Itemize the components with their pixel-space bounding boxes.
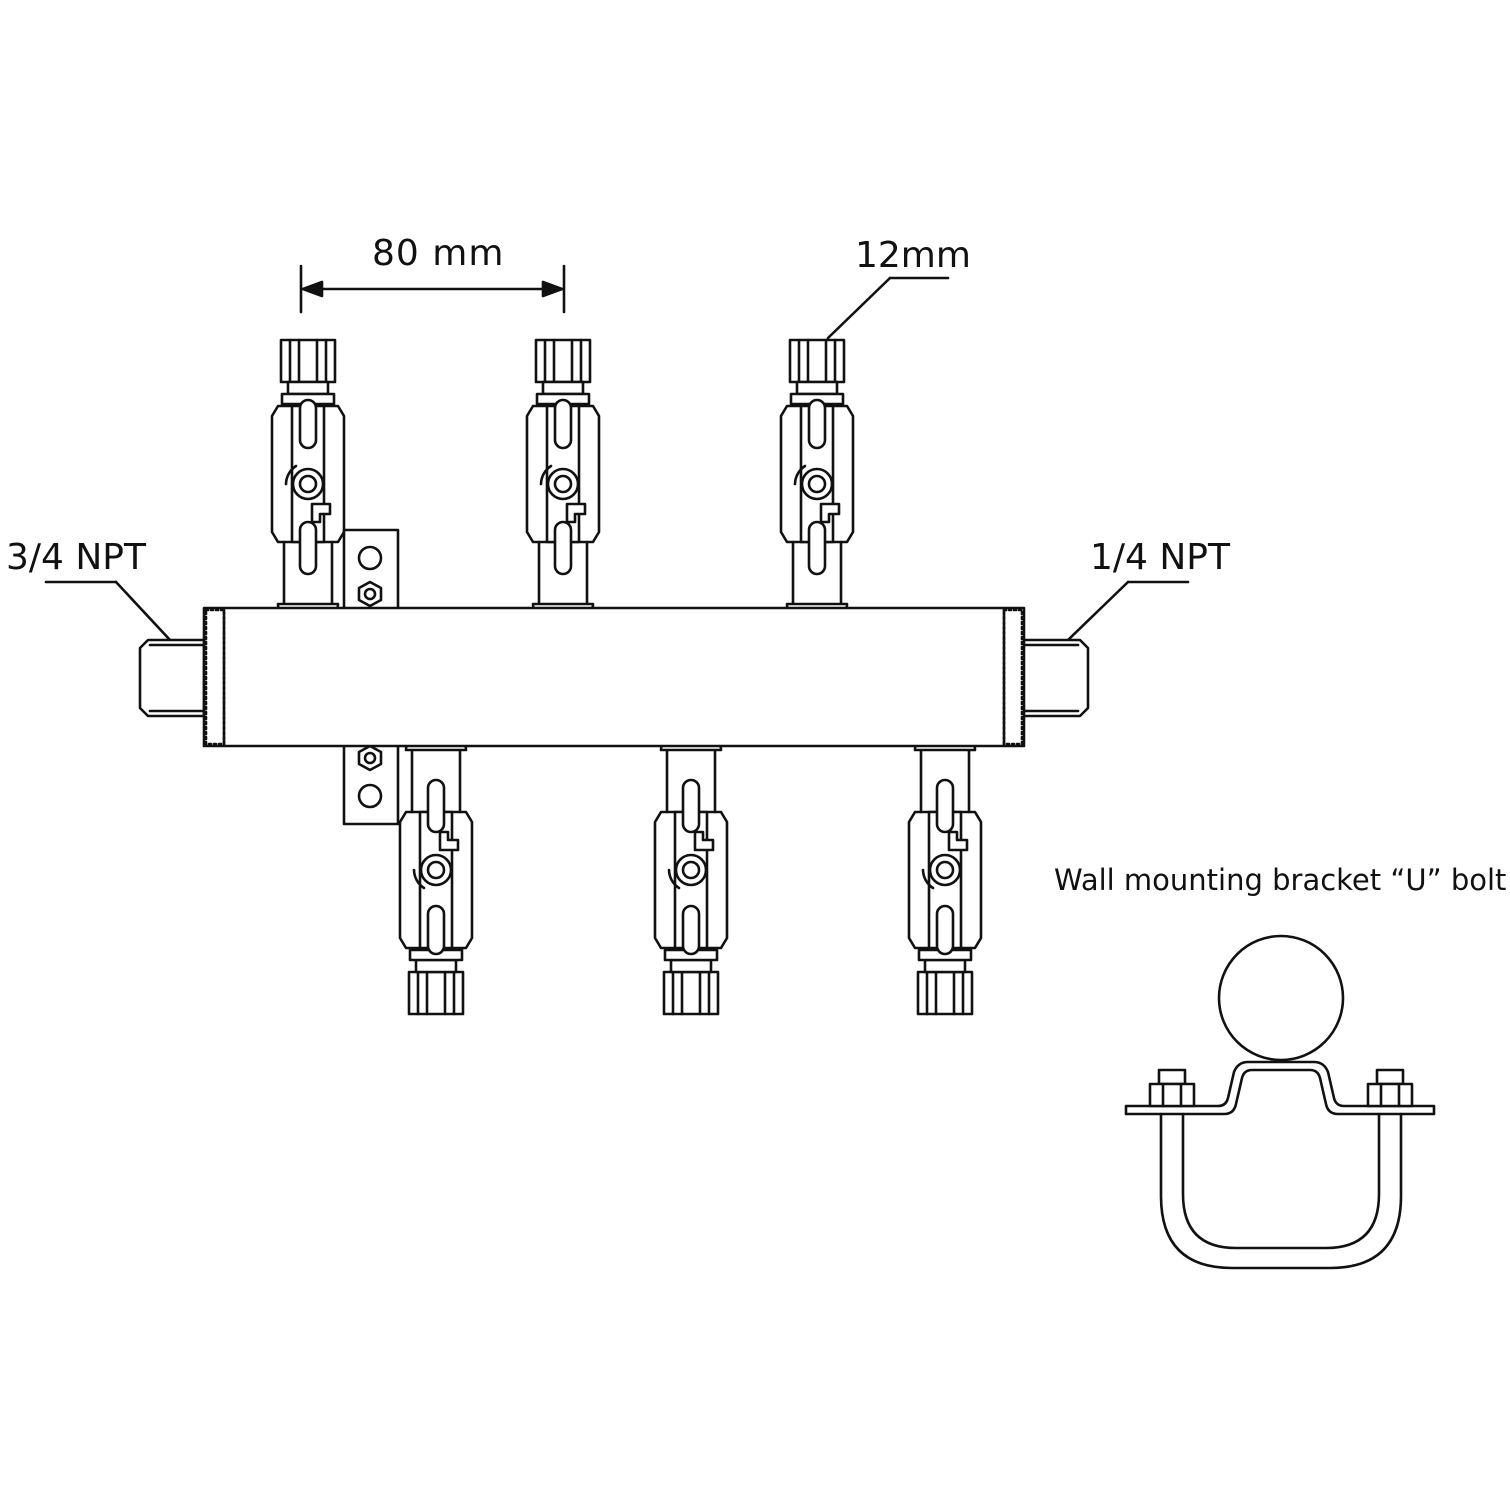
valve-bottom-1 [398, 740, 474, 1016]
outlet-fitting [1020, 638, 1090, 718]
bracket-label: Wall mounting bracket “U” bolt [1054, 863, 1507, 897]
dimension-80mm [299, 264, 566, 314]
leader-12mm [826, 276, 950, 340]
mount-bracket-top [342, 528, 400, 612]
inlet-fitting [138, 638, 206, 718]
valve-bottom-3 [907, 740, 983, 1016]
u-bolt-bracket [1124, 934, 1436, 1270]
mount-bracket-bottom [342, 742, 400, 826]
valve-top-1 [270, 338, 346, 614]
inlet-label: 3/4 NPT [6, 537, 147, 578]
valve-top-3 [779, 338, 855, 614]
valve-top-2 [525, 338, 601, 614]
leader-inlet [44, 580, 172, 642]
valve-bottom-2 [653, 740, 729, 1016]
spacing-label: 80 mm [372, 233, 505, 274]
leader-outlet [1066, 580, 1190, 642]
tube-size-label: 12mm [855, 235, 971, 276]
outlet-label: 1/4 NPT [1090, 537, 1231, 578]
manifold-body [202, 606, 1026, 748]
